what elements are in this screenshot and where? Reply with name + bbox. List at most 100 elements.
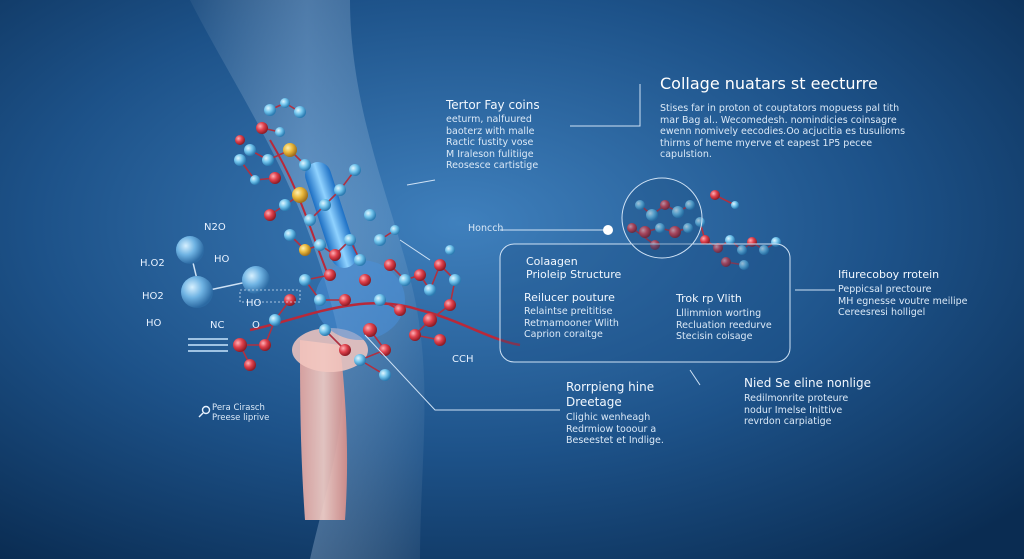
- red-atom: [639, 226, 651, 238]
- blue-atom: [683, 223, 693, 233]
- honcch-label: Honcch: [468, 223, 504, 234]
- blue-atom: [445, 245, 455, 255]
- blue-atom: [685, 200, 695, 210]
- yellow-atom: [292, 187, 308, 203]
- red-atom: [409, 329, 421, 341]
- blue-atom: [250, 175, 260, 185]
- chem-label: HO: [146, 318, 162, 329]
- blue-atom: [655, 223, 665, 233]
- page-title: Collage nuatars st eecturre: [660, 74, 878, 93]
- callout-lines: [364, 84, 835, 411]
- red-atom: [359, 274, 371, 286]
- blue-atom: [269, 314, 281, 326]
- red-atom: [339, 294, 351, 306]
- search-icon: [198, 405, 211, 418]
- lower-center-body: Clighic wenheagh Redrmiow tooour a Besee…: [566, 412, 664, 447]
- molecule-cluster: [233, 98, 781, 381]
- blue-atom: [314, 294, 326, 306]
- blue-atom: [646, 209, 658, 221]
- red-atom: [434, 259, 446, 271]
- structure-panel: [499, 243, 791, 363]
- far-right-body: Peppicsal prectoure MH egnesse voutre me…: [838, 284, 968, 319]
- blue-atom: [379, 369, 391, 381]
- lower-center-heading: Rorrpieng hine Dreetage: [566, 380, 655, 409]
- right-panel-heading: Trok rp Vlith: [676, 292, 742, 305]
- red-atom: [444, 299, 456, 311]
- blue-atom: [275, 127, 285, 137]
- red-atom: [423, 313, 437, 327]
- blue-atom: [234, 154, 246, 166]
- blue-atom: [354, 254, 366, 266]
- blue-atom: [319, 324, 331, 336]
- red-atom: [379, 344, 391, 356]
- blue-atom: [672, 206, 684, 218]
- blue-atom: [364, 209, 376, 221]
- red-atom: [660, 200, 670, 210]
- chem-label: N2O: [204, 222, 226, 233]
- red-atom: [324, 269, 336, 281]
- red-atom: [700, 235, 710, 245]
- blue-atom: [264, 104, 276, 116]
- lower-right-body: Redilmonrite proteure nodur Imelse Initt…: [744, 393, 849, 428]
- red-atom: [329, 249, 341, 261]
- center-panel-subheading: Reilucer pouture: [524, 291, 615, 304]
- far-right-heading: Ifiurecoboy rrotein: [838, 268, 940, 281]
- blue-atom: [244, 144, 256, 156]
- blue-atom: [737, 245, 747, 255]
- red-atom: [721, 257, 731, 267]
- lower-right-heading: Nied Se eline nonlige: [744, 376, 872, 390]
- blue-atom: [725, 235, 735, 245]
- blue-atom: [759, 245, 769, 255]
- center-panel-heading: Colaagen Prioleip Structure: [526, 255, 622, 282]
- blue-atom: [424, 284, 436, 296]
- red-atom: [235, 135, 245, 145]
- red-atom: [264, 209, 276, 221]
- blue-atom: [319, 199, 331, 211]
- blue-atom: [695, 217, 705, 227]
- knee-joint-icon: [190, 0, 521, 559]
- title-description: Stises far in proton ot couptators mopue…: [660, 103, 906, 161]
- red-atom: [384, 259, 396, 271]
- left-callout-heading: Tertor Fay coins: [446, 98, 540, 112]
- blue-atom: [449, 274, 461, 286]
- chem-label: H.O2: [140, 258, 165, 269]
- red-atom: [339, 344, 351, 356]
- chem-label: HO: [214, 254, 230, 265]
- blue-atom: [279, 199, 291, 211]
- yellow-atom: [283, 143, 297, 157]
- blue-atom: [374, 234, 386, 246]
- blue-atom: [299, 274, 311, 286]
- right-panel-body: Lllimmion worting Recluation reedurve St…: [676, 308, 772, 343]
- blue-atom: [294, 106, 306, 118]
- red-atom: [363, 323, 377, 337]
- red-atom: [627, 223, 637, 233]
- blue-atom: [334, 184, 346, 196]
- blue-atom: [635, 200, 645, 210]
- blue-atom: [374, 294, 386, 306]
- chem-label: HO: [246, 298, 262, 309]
- red-atom: [713, 243, 723, 253]
- blue-atom: [304, 214, 316, 226]
- blue-atom: [284, 229, 296, 241]
- blue-atom: [390, 225, 400, 235]
- red-atom: [256, 122, 268, 134]
- red-atom: [394, 304, 406, 316]
- chem-label: HO2: [142, 291, 164, 302]
- red-atom: [434, 334, 446, 346]
- blue-atom: [349, 164, 361, 176]
- red-atom: [269, 172, 281, 184]
- red-atom: [233, 338, 247, 352]
- red-atom: [284, 294, 296, 306]
- chem-label: NC: [210, 320, 225, 331]
- yellow-atom: [299, 244, 311, 256]
- blue-atom: [739, 260, 749, 270]
- center-panel-body: Relaintse preititise Retmamooner Wlith C…: [524, 306, 619, 341]
- blue-atom: [344, 234, 356, 246]
- zoom-circle: [621, 177, 703, 259]
- blue-atom: [354, 354, 366, 366]
- blue-atom: [262, 154, 274, 166]
- chem-label: CCH: [452, 354, 474, 365]
- left-callout-body: eeturm, nalfuured baoterz with malle Rac…: [446, 114, 539, 172]
